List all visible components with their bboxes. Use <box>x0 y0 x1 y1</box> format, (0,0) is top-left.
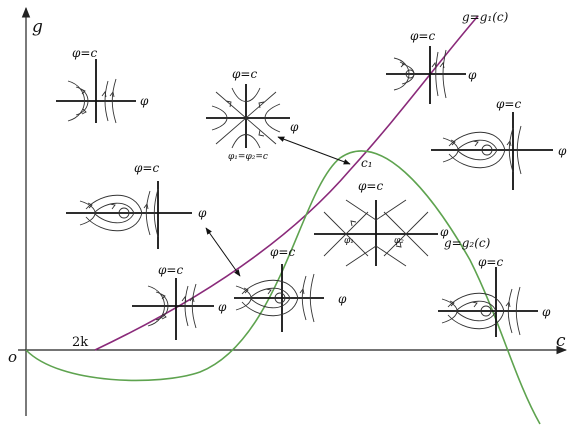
portrait-label-phi-c: φ=c <box>410 29 435 43</box>
portrait-label-phi-c: φ=c <box>158 263 183 277</box>
portrait-label-phi-c: φ=c <box>270 245 295 259</box>
phase-portrait-lower-left <box>132 278 214 340</box>
portrait-label-phi: φ <box>468 68 477 82</box>
portrait-label-phi: φ <box>290 120 299 134</box>
portrait-label-phi: φ <box>440 225 449 239</box>
portrait-label-phi-c: φ=c <box>72 46 97 60</box>
phase-portrait-right <box>431 112 553 190</box>
portrait-label-phi: φ <box>338 292 347 306</box>
pointer-arrow-c1 <box>277 136 351 165</box>
phase-portrait-top-left <box>56 59 136 124</box>
portrait-label-phi-c: φ=c <box>232 67 257 81</box>
phase-portrait-lower-right <box>438 267 538 337</box>
phase-portrait-top-right <box>386 46 466 104</box>
portrait-label-phi-c: φ=c <box>358 179 383 193</box>
phase-portrait-star-node <box>206 84 290 149</box>
y-axis-label: g <box>32 17 43 37</box>
portrait-label-phi2: φ₂ <box>394 236 404 246</box>
curve-g1 <box>94 15 479 351</box>
origin-label: o <box>8 348 17 366</box>
portrait-label-phi: φ <box>140 94 149 108</box>
portrait-label-phi1: φ₁ <box>344 236 354 246</box>
portrait-label-phi: φ <box>542 305 551 319</box>
x-axis-label: c <box>556 331 566 351</box>
phase-portrait-left-middle <box>66 181 192 249</box>
g2-label: g=g₂(c) <box>444 236 491 250</box>
curve-g2 <box>25 150 541 425</box>
portrait-label-phi: φ <box>198 206 207 220</box>
g1-label: g=g₁(c) <box>462 10 509 24</box>
point-label-2k: 2k <box>72 335 88 350</box>
portrait-label-phi-c: φ=c <box>134 161 159 175</box>
portrait-label-phi: φ <box>558 144 567 158</box>
pointer-arrow-lower <box>205 227 241 277</box>
portrait-label-phi1-phi2-c: φ₁=φ₂=c <box>228 152 268 162</box>
portrait-label-phi-c: φ=c <box>478 255 503 269</box>
portrait-label-phi-c: φ=c <box>496 97 521 111</box>
phase-portrait-center <box>314 199 438 267</box>
phase-portrait-lower-center <box>234 264 324 332</box>
portrait-label-phi: φ <box>218 300 227 314</box>
point-label-c1: c₁ <box>361 156 373 170</box>
